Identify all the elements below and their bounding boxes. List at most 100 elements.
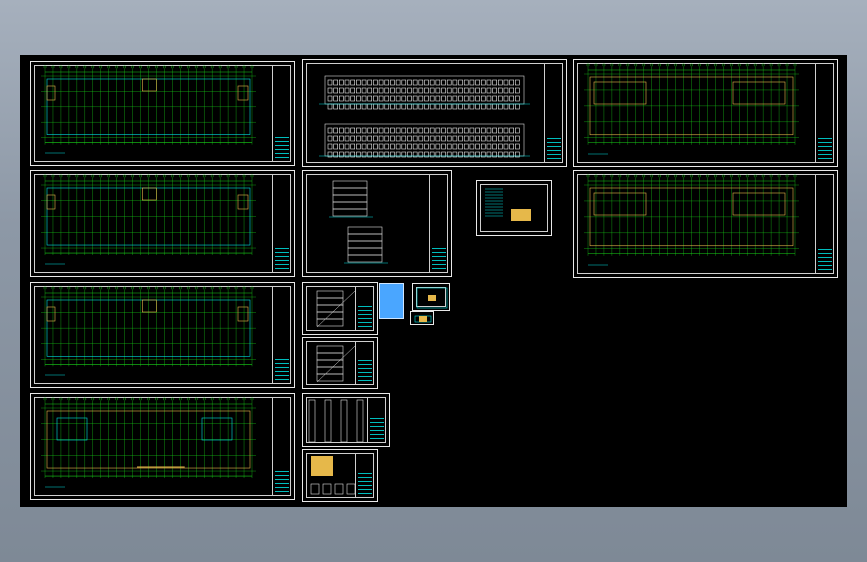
sheet-elevations[interactable] <box>302 59 567 167</box>
window <box>503 143 509 150</box>
window <box>327 127 333 134</box>
cad-model-space[interactable] <box>20 55 847 507</box>
window <box>350 135 356 142</box>
axis-bubble <box>178 174 182 178</box>
axis-bubble <box>194 286 198 290</box>
window <box>458 87 463 94</box>
window <box>401 95 407 102</box>
notes-drawing <box>485 188 531 221</box>
sheet-floor-plan-4[interactable] <box>30 393 295 500</box>
axis-bubble <box>115 65 119 69</box>
axis-bubble <box>210 286 214 290</box>
title-block <box>272 286 291 384</box>
axis-bubble <box>226 174 230 178</box>
window <box>441 87 446 94</box>
sheet-door-window-details[interactable] <box>302 449 378 502</box>
window <box>327 87 333 94</box>
window <box>486 95 492 102</box>
window <box>475 79 480 86</box>
window <box>356 127 361 134</box>
sheet-stair-detail-2[interactable] <box>302 337 378 389</box>
window <box>378 151 384 158</box>
axis-bubble <box>131 65 134 69</box>
sheet-small-detail-a[interactable] <box>412 283 450 311</box>
window <box>418 151 424 158</box>
window <box>384 135 390 142</box>
axis-bubble <box>242 65 246 69</box>
window <box>446 143 452 150</box>
window <box>503 151 509 158</box>
axis-bubble <box>131 174 134 178</box>
axis-bubble <box>602 174 606 178</box>
sheet-sections[interactable] <box>302 170 452 277</box>
axis-bubble <box>194 397 198 401</box>
axis-bubble <box>155 65 158 69</box>
floor-level <box>347 226 383 235</box>
axis-bubble <box>59 397 63 401</box>
window <box>412 95 418 102</box>
floor-level <box>332 180 368 189</box>
window <box>435 95 441 102</box>
stair-diagonal <box>316 290 356 328</box>
window <box>509 143 514 150</box>
sheet-roof-plan[interactable] <box>573 59 838 167</box>
axis-bubble <box>51 174 55 178</box>
window <box>492 151 497 158</box>
title-block <box>272 174 291 273</box>
window-type <box>322 483 332 495</box>
axis-bubble <box>218 286 222 290</box>
window <box>452 95 458 102</box>
window <box>515 135 520 142</box>
axis-bubble <box>43 397 47 401</box>
axis-bubble <box>139 65 142 69</box>
sheet-floor-plan-2[interactable] <box>30 170 295 277</box>
window <box>441 143 446 150</box>
axis-bubble <box>210 174 214 178</box>
window <box>395 127 401 134</box>
window <box>339 103 344 110</box>
axis-bubble <box>682 63 685 67</box>
sheet-wall-details[interactable] <box>302 393 390 447</box>
window <box>361 79 367 86</box>
room <box>201 417 233 441</box>
title-block <box>815 174 834 274</box>
window <box>480 127 486 134</box>
window <box>424 151 429 158</box>
window <box>361 127 367 134</box>
window <box>509 87 514 94</box>
window <box>344 135 350 142</box>
window <box>492 79 497 86</box>
axis-bubble <box>67 397 71 401</box>
window <box>446 95 452 102</box>
axis-bubble <box>250 397 254 401</box>
window <box>469 95 475 102</box>
sheet-structure-plan[interactable] <box>573 170 838 278</box>
axis-bubble <box>690 63 693 67</box>
window <box>384 79 390 86</box>
window <box>469 79 475 86</box>
window <box>475 151 480 158</box>
sheet-floor-plan-3[interactable] <box>30 282 295 388</box>
sheet-notes[interactable] <box>476 180 552 236</box>
axis-bubble <box>99 174 103 178</box>
window <box>401 143 407 150</box>
stair-core <box>237 306 249 322</box>
building-outline <box>589 76 794 136</box>
window <box>469 151 475 158</box>
window <box>344 127 350 134</box>
axis-bubble <box>713 63 717 67</box>
axis-bubble <box>658 63 662 67</box>
window <box>378 103 384 110</box>
window <box>458 79 463 86</box>
sheet-stair-detail-1[interactable] <box>302 282 378 335</box>
axis-bubble <box>131 397 134 401</box>
plan-drawing <box>41 174 256 265</box>
window <box>378 127 384 134</box>
sheet-floor-plan-1[interactable] <box>30 61 295 166</box>
window <box>384 151 390 158</box>
window <box>497 79 503 86</box>
window <box>333 95 338 102</box>
stair-flight <box>316 311 344 320</box>
sheet-small-detail-b[interactable] <box>410 311 434 325</box>
legend-panel <box>379 283 404 319</box>
